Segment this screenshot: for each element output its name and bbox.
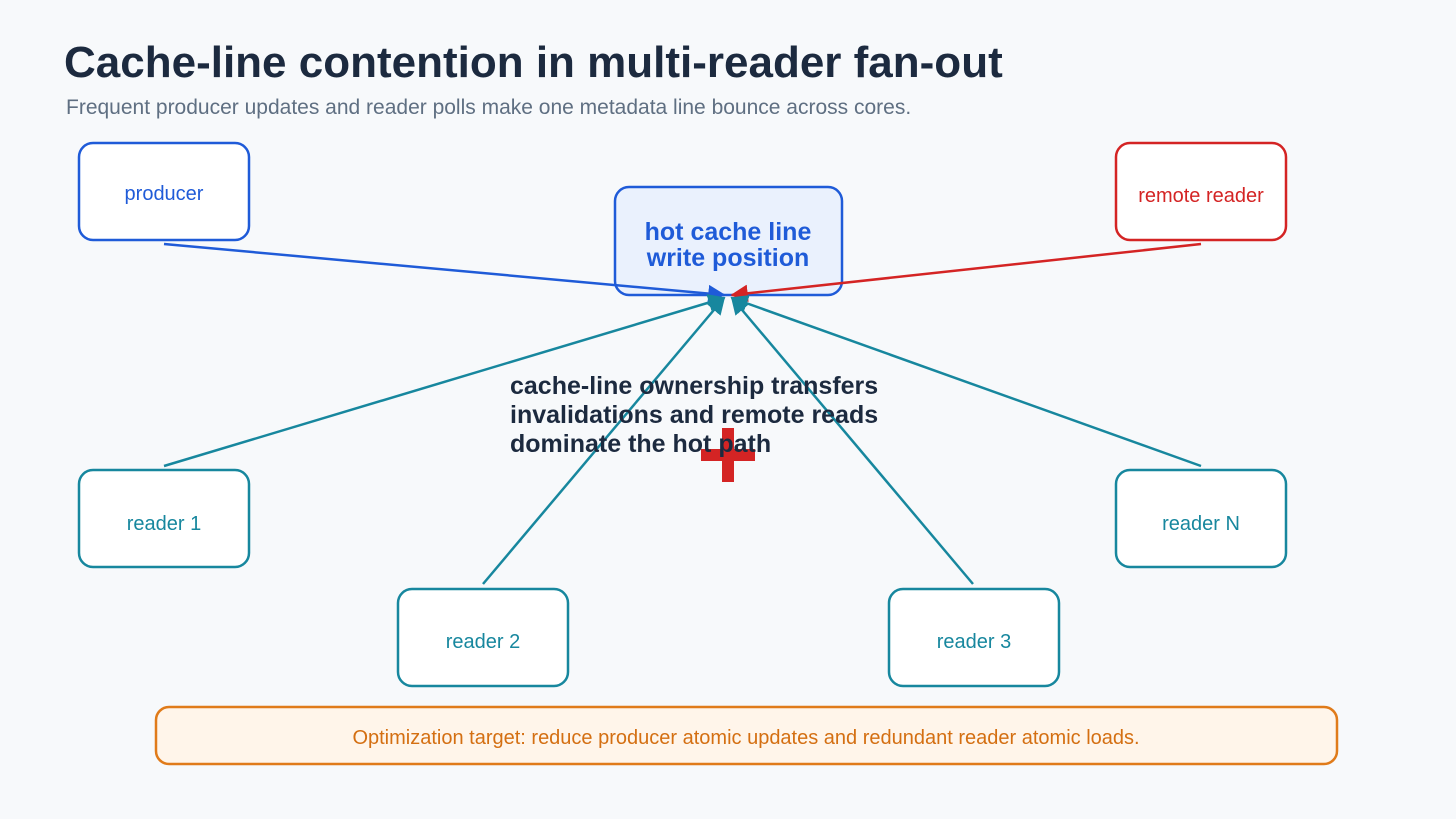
reader-n-node: reader N — [1114, 468, 1288, 569]
page-title: Cache-line contention in multi-reader fa… — [64, 38, 1003, 87]
reader-3-node: reader 3 — [887, 587, 1061, 688]
reader-2-label: reader 2 — [446, 631, 521, 653]
reader-3-arrow — [730, 296, 974, 585]
optimization-banner-text: Optimization target: reduce producer ato… — [352, 727, 1139, 749]
plus-icon — [701, 428, 755, 482]
reader-2-arrow — [482, 296, 726, 585]
producer-label: producer — [125, 183, 204, 205]
reader-2-node: reader 2 — [396, 587, 570, 688]
optimization-banner: Optimization target: reduce producer ato… — [154, 705, 1339, 766]
reader-3-label: reader 3 — [937, 631, 1012, 653]
reader-n-label: reader N — [1162, 513, 1240, 535]
page-subtitle: Frequent producer updates and reader pol… — [66, 96, 912, 119]
producer-node: producer — [77, 141, 251, 242]
annotation-line-2: invalidations and remote reads — [510, 401, 878, 429]
reader-1-arrow — [163, 294, 726, 468]
hot-cache-line-label: hot cache line — [645, 218, 812, 246]
reader-n-arrow — [730, 295, 1202, 468]
remote-reader-label: remote reader — [1138, 185, 1264, 207]
producer-arrow — [163, 242, 726, 303]
remote-reader-node: remote reader — [1114, 141, 1288, 242]
reader-1-label: reader 1 — [127, 513, 202, 535]
annotation-line-3: dominate the hot path — [510, 430, 771, 458]
write-position-label: write position — [646, 244, 810, 272]
remote-reader-arrow — [730, 242, 1202, 302]
annotation-line-1: cache-line ownership transfers — [510, 372, 878, 400]
hot-cache-line-node: hot cache line write position — [613, 185, 844, 297]
reader-1-node: reader 1 — [77, 468, 251, 569]
